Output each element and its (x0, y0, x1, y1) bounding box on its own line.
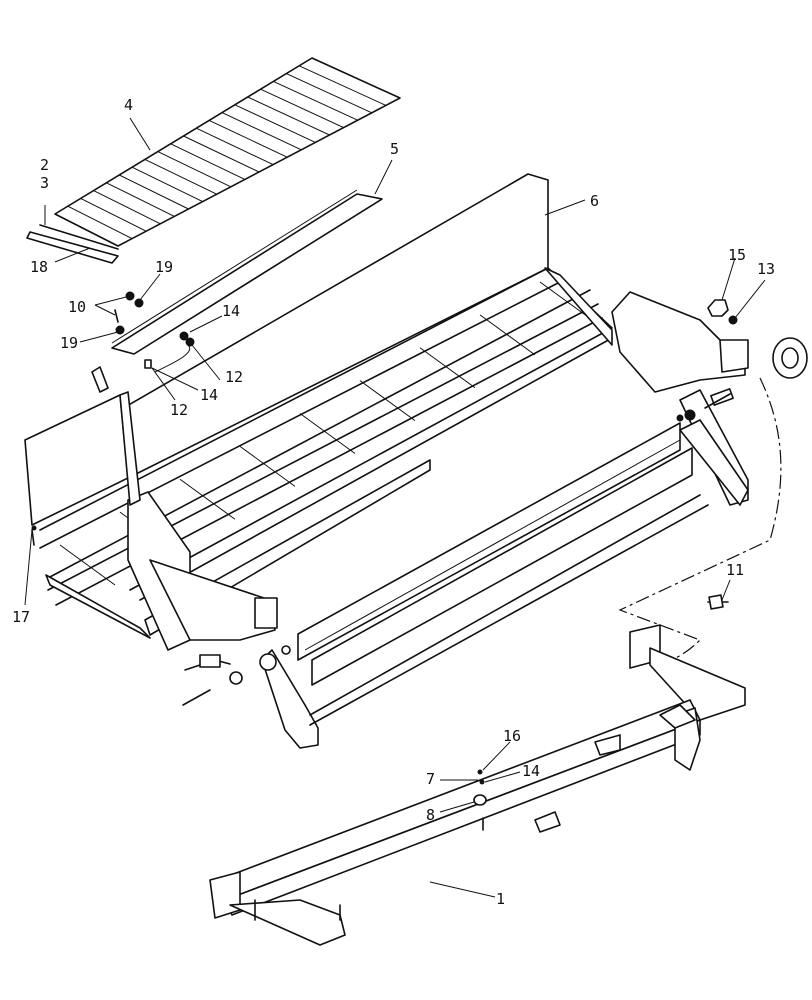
hardware-7-8-14-16 (473, 769, 487, 831)
panel-slat-line (221, 112, 302, 151)
panel-slat-line (208, 119, 288, 158)
frame-crossbar-line (299, 413, 356, 454)
callout-12b: 12 (170, 401, 188, 419)
panel-slat-line (196, 127, 274, 166)
frame-crossbar-line (239, 445, 296, 487)
panel-slat-line (67, 205, 133, 240)
callout-3: 3 (40, 174, 49, 192)
angle-strip-part-5 (111, 189, 383, 355)
callout-7: 7 (426, 770, 435, 788)
link-arms (261, 419, 749, 749)
panel-slat-line (80, 197, 147, 232)
hardware-10-12-14-19 (31, 291, 195, 546)
main-frame-part-6 (24, 173, 613, 671)
callout-14a: 14 (222, 302, 240, 320)
panel-slat-line (260, 88, 344, 129)
callout-15: 15 (728, 246, 746, 264)
leader-lines (24, 117, 766, 898)
callout-14c: 14 (522, 762, 540, 780)
bushings-pins (31, 393, 731, 706)
panel-slat-line (119, 174, 189, 210)
panel-slat-line (286, 73, 373, 114)
callout-labels: 1 2 3 4 5 6 7 8 10 11 12 12 13 14 14 14 … (12, 96, 775, 908)
callout-4: 4 (124, 96, 133, 114)
callout-2: 2 (40, 156, 49, 174)
panel-slat-line (234, 104, 316, 143)
callout-13: 13 (757, 260, 775, 278)
frame-crossbar-line (419, 347, 476, 389)
slat-panel-part-4 (54, 57, 401, 247)
callout-16: 16 (503, 727, 521, 745)
panel-slat-line (170, 143, 246, 180)
callout-10: 10 (68, 298, 86, 316)
panel-slat-line (157, 151, 232, 188)
callout-17: 17 (12, 608, 30, 626)
frame-crossbar-line (179, 478, 236, 520)
panel-slat-line (93, 190, 161, 225)
panel-slat-line (131, 166, 203, 203)
panel-slat-line (144, 158, 217, 195)
panel-slat-line (106, 182, 175, 217)
callout-19b: 19 (60, 334, 78, 352)
callout-18: 18 (30, 258, 48, 276)
lower-beam-part-1 (209, 624, 746, 946)
callout-8: 8 (426, 806, 435, 824)
hub (772, 337, 808, 379)
callout-14b: 14 (200, 386, 218, 404)
callout-6: 6 (590, 192, 599, 210)
side-skirts (297, 422, 693, 686)
frame-crossbar-line (359, 380, 416, 422)
callout-12a: 12 (225, 368, 243, 386)
callout-11: 11 (726, 561, 744, 579)
callout-1: 1 (496, 890, 505, 908)
callout-19a: 19 (155, 258, 173, 276)
frame-crossbar-line (479, 314, 536, 356)
frame-crossbar-line (59, 544, 116, 586)
panel-slat-line (273, 80, 358, 121)
callout-5: 5 (390, 140, 399, 158)
panel-slat-line (183, 135, 260, 173)
bolt-part-11 (707, 594, 729, 610)
panel-slat-line (298, 65, 387, 106)
panel-slat-line (247, 96, 330, 136)
